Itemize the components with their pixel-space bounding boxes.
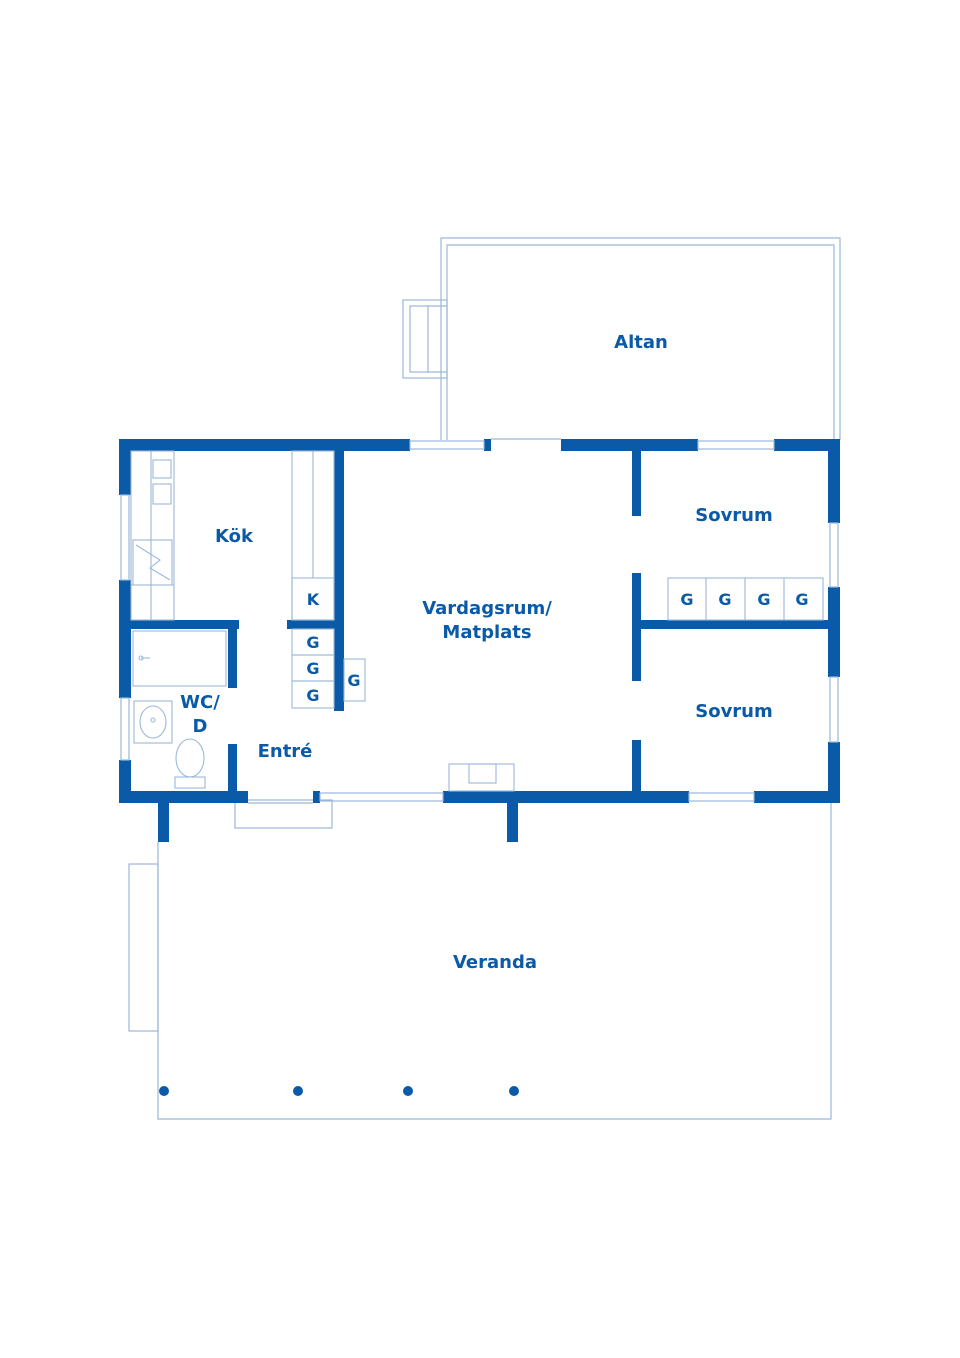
storage-label-g: G	[306, 686, 319, 705]
veranda-outline	[128, 799, 832, 1120]
hall-storage	[291, 577, 366, 709]
room-label-entre: Entré	[258, 741, 313, 762]
room-label-vardagsrum-2: Matplats	[442, 622, 531, 643]
storage-label-g: G	[680, 590, 693, 609]
walls	[119, 439, 840, 842]
room-label-vardagsrum-1: Vardagsrum/	[422, 598, 552, 619]
storage-label-k: K	[307, 590, 320, 609]
storage-label-g: G	[718, 590, 731, 609]
stove-icon	[132, 539, 173, 586]
room-label-wc-2: D	[193, 716, 208, 737]
room-label-wc-1: WC/	[180, 692, 220, 713]
room-label-sovrum-bottom: Sovrum	[695, 701, 773, 722]
bedroom-wardrobes	[667, 577, 824, 621]
sink-icon	[138, 655, 150, 661]
room-label-sovrum-top: Sovrum	[695, 505, 773, 526]
room-label-kok: Kök	[215, 526, 254, 547]
veranda-posts	[159, 1086, 519, 1096]
storage-label-g: G	[795, 590, 808, 609]
toilet-icon	[174, 738, 206, 789]
storage-label-g: G	[757, 590, 770, 609]
storage-label-g: G	[306, 659, 319, 678]
room-label-altan: Altan	[614, 332, 668, 353]
storage-label-g: G	[347, 671, 360, 690]
altan-outline	[402, 237, 841, 440]
washbasin-icon	[133, 700, 173, 744]
room-label-veranda: Veranda	[453, 952, 537, 973]
fireplace-icon	[448, 763, 515, 792]
windows	[120, 438, 839, 804]
wc-fixtures	[132, 630, 227, 789]
storage-label-g: G	[306, 633, 319, 652]
